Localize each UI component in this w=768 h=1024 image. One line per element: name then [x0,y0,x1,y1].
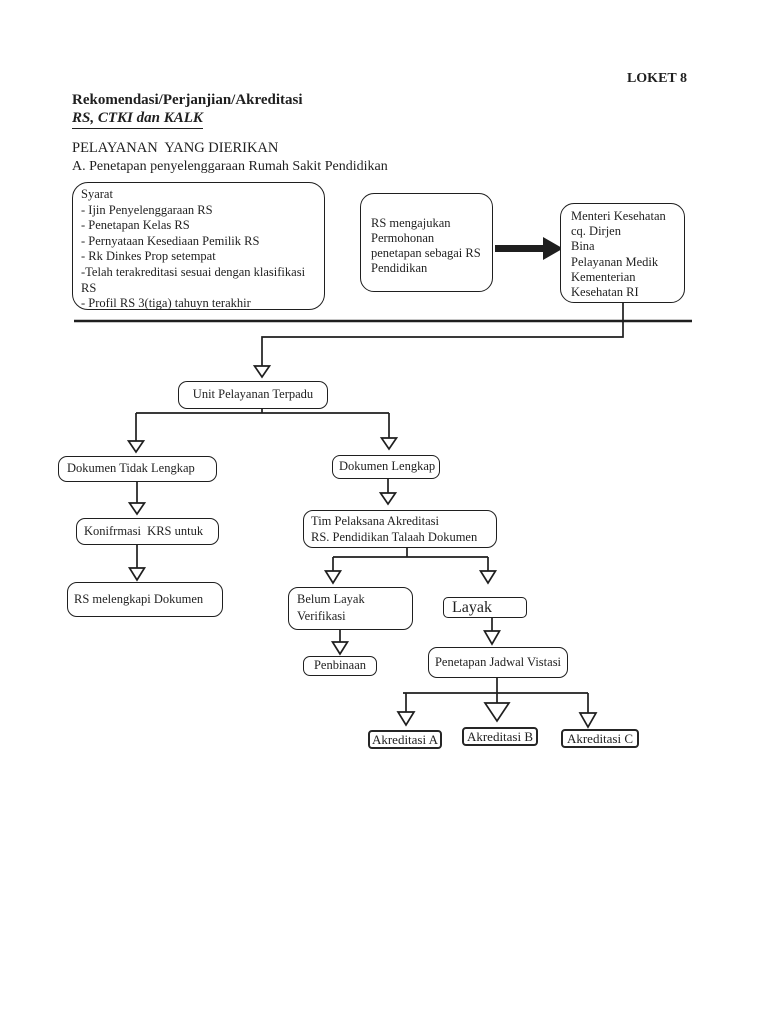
box-layak: Layak [443,597,527,618]
page-label-loket: LOKET 8 [626,71,687,86]
connector-penetapan-split [403,678,589,713]
arrowhead-to-konfirmasi [127,502,147,516]
menteri-line: Kesehatan RI [571,285,639,300]
rs-mengajukan-line: RS mengajukan [371,216,451,230]
menteri-line: Kementerian [571,269,636,284]
box-label: Dokumen Tidak Lengkap [67,461,195,476]
arrowhead-to-tim [378,492,398,506]
tim-line: RS. Pendidikan Talaah Dokumen [311,530,478,544]
arrowhead-to-dokumen-tidak-lengkap [126,440,146,454]
box-unit-pelayanan-terpadu: Unit Pelayanan Terpadu [178,381,328,409]
arrowhead-to-penbinaan [330,641,350,656]
menteri-line: cq. Dirjen [571,224,621,239]
arrowhead-to-akreditasi-a [396,711,416,727]
box-label: Akreditasi C [566,730,634,746]
syarat-line: Syarat [81,187,113,201]
box-akreditasi-c: Akreditasi C [561,729,639,748]
tim-line: Tim Pelaksana Akreditasi [311,514,440,528]
box-label: Penbinaan [313,658,367,673]
box-syarat: Syarat - Ijin Penyelenggaraan RS - Penet… [72,182,325,310]
menteri-line: Bina [571,239,595,254]
arrowhead-to-akreditasi-b [483,702,511,723]
box-rs-mengajukan: RS mengajukan Permohonan penetapan sebag… [360,193,493,292]
section-heading: PELAYANAN YANG DIERIKAN [72,140,279,156]
syarat-line: - Pernyataan Kesediaan Pemilik RS [81,233,260,248]
box-menteri-kesehatan: Menteri Kesehatan cq. Dirjen Bina Pelaya… [560,203,685,303]
box-penetapan-jadwal-vistasi: Penetapan Jadwal Vistasi [428,647,568,678]
box-dokumen-lengkap: Dokumen Lengkap [332,455,440,479]
box-belum-layak-verifikasi: Belum Layak Verifikasi [288,587,413,630]
belum-layak-line: Verifikasi [297,608,346,623]
arrowhead-to-layak [478,570,498,585]
box-dokumen-tidak-lengkap: Dokumen Tidak Lengkap [58,456,217,482]
connector-menteri-to-unit [261,303,624,366]
menteri-line: Menteri Kesehatan [571,209,666,223]
page-subtitle-underlined: RS, CTKI dan KALK [72,110,203,129]
menteri-line: Pelayanan Medik [571,254,659,269]
connector-unit-split [135,409,390,441]
syarat-line: - Ijin Penyelenggaraan RS [81,202,213,217]
syarat-line: - Rk Dinkes Prop setempat [81,249,216,264]
box-akreditasi-b: Akreditasi B [462,727,538,746]
section-subheading: A. Penetapan penyelenggaraan Rumah Sakit… [72,159,388,174]
arrowhead-to-dokumen-lengkap [379,437,399,451]
arrowhead-to-rs-melengkapi [127,567,147,582]
rs-mengajukan-line: Pendidikan [371,261,428,275]
box-label: Konifrmasi KRS untuk [84,523,204,538]
box-konfirmasi-krs: Konifrmasi KRS untuk [76,518,219,545]
arrowhead-to-belum-layak [323,570,343,585]
box-label: Akreditasi B [466,728,534,744]
box-label: Layak [452,598,492,616]
rs-mengajukan-line: Permohonan [371,231,435,245]
rs-mengajukan-line: penetapan sebagai RS [371,246,481,260]
connector-tim-split [332,548,489,571]
syarat-line: -Telah terakreditasi sesuai dengan klasi… [81,264,306,295]
thick-arrow-rs-to-menteri [495,237,563,260]
box-label: RS melengkapi Dokumen [74,591,204,606]
box-label: Akreditasi A [371,731,439,747]
box-rs-melengkapi-dokumen: RS melengkapi Dokumen [67,582,223,617]
belum-layak-line: Belum Layak [297,592,365,606]
box-label: Dokumen Lengkap [339,459,436,474]
arrowhead-to-akreditasi-c [578,712,598,729]
box-akreditasi-a: Akreditasi A [368,730,442,749]
box-label: Penetapan Jadwal Vistasi [434,654,562,669]
box-tim-pelaksana-akreditasi: Tim Pelaksana Akreditasi RS. Pendidikan … [303,510,497,548]
box-penbinaan: Penbinaan [303,656,377,676]
box-label: Unit Pelayanan Terpadu [192,387,314,402]
page-title: Rekomendasi/Perjanjian/Akreditasi [72,92,303,108]
arrowhead-to-unit [252,365,272,379]
syarat-line: - Profil RS 3(tiga) tahuyn terakhir [81,296,251,311]
arrowhead-to-penetapan [483,630,501,646]
syarat-line: - Penetapan Kelas RS [81,218,190,233]
